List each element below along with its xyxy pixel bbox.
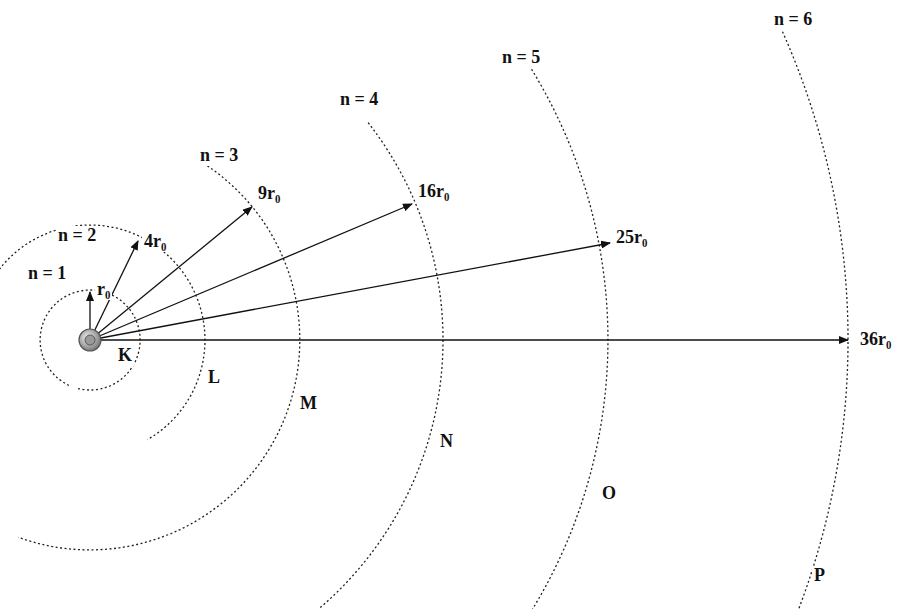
radius-arrow xyxy=(90,339,848,340)
shell-number: n = 6 xyxy=(772,10,814,30)
orbit-arc xyxy=(771,32,848,609)
radius-arrow xyxy=(90,243,610,340)
radius-label: 16r₀ xyxy=(416,182,451,202)
orbit-arc xyxy=(0,225,205,440)
orbit-arc xyxy=(256,123,443,609)
shell-letter: M xyxy=(298,394,319,414)
shell-letter: O xyxy=(600,484,618,504)
radius-label: r₀ xyxy=(95,280,112,300)
orbit-arc xyxy=(475,58,608,609)
nucleus xyxy=(79,329,101,351)
orbit-arc xyxy=(18,166,300,550)
shell-letter: N xyxy=(438,432,455,452)
shell-letter: K xyxy=(116,346,134,366)
radius-arrows xyxy=(90,204,848,340)
nucleus-core xyxy=(85,335,95,345)
shell-number: n = 1 xyxy=(26,264,68,284)
radius-arrow xyxy=(90,241,138,340)
orbit-arcs xyxy=(0,32,848,609)
radius-arrow xyxy=(90,204,412,340)
shell-number: n = 2 xyxy=(56,226,98,246)
shell-letter: L xyxy=(206,368,222,388)
radius-label: 36r₀ xyxy=(858,330,893,350)
shell-number: n = 4 xyxy=(338,90,380,110)
shell-number: n = 5 xyxy=(500,48,542,68)
radius-label: 25r₀ xyxy=(614,228,649,248)
radius-arrow xyxy=(90,207,252,340)
nucleus xyxy=(79,329,101,351)
shell-letter: P xyxy=(812,566,827,586)
shell-number: n = 3 xyxy=(198,146,240,166)
radius-label: 9r₀ xyxy=(256,184,282,204)
radius-label: 4r₀ xyxy=(142,232,168,252)
